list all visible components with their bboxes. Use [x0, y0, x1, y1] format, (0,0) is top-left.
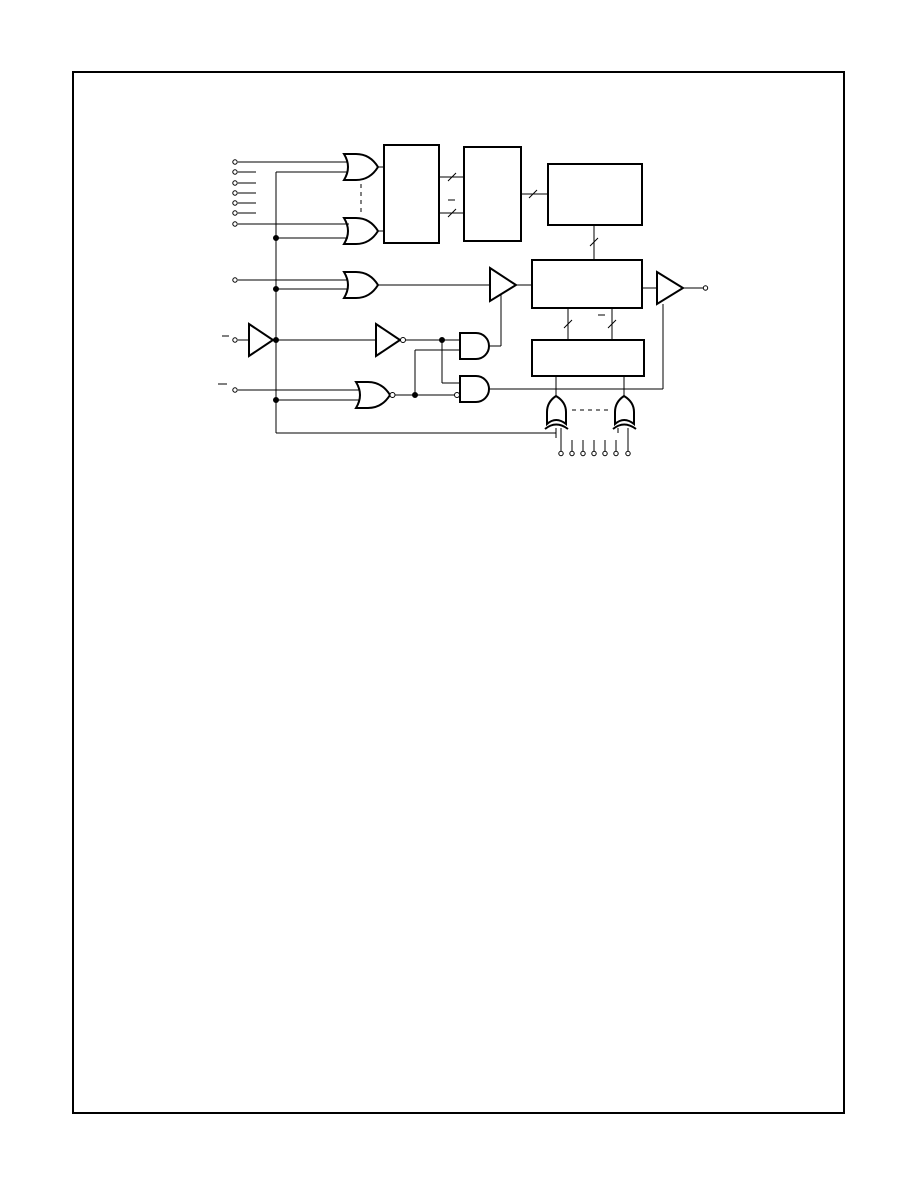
and-gate-1 — [459, 332, 490, 360]
xor-extra-curve — [612, 423, 637, 430]
input-pin — [232, 277, 238, 283]
block-5 — [531, 339, 645, 377]
buffer-2 — [248, 322, 275, 358]
junction-dot — [273, 397, 279, 403]
input-pin-group-bottom — [558, 440, 631, 457]
block-4 — [531, 259, 643, 309]
input-pin-group-top — [232, 159, 348, 227]
or-gate-2 — [342, 217, 380, 245]
input-pin — [232, 180, 238, 186]
input-pin — [625, 450, 631, 457]
input-pin — [602, 450, 608, 457]
input-pin — [232, 337, 238, 343]
bus-slash — [528, 189, 538, 199]
output-pin — [702, 285, 709, 291]
input-pin — [569, 450, 575, 457]
nor-gate — [354, 381, 396, 409]
junction-dot — [273, 286, 279, 292]
input-pin — [232, 169, 238, 175]
page-frame — [72, 71, 845, 1114]
xor-extra-curve — [544, 423, 569, 430]
input-pin — [232, 387, 238, 393]
block-1 — [383, 144, 440, 244]
xor-gate-1 — [544, 394, 569, 430]
input-pin — [232, 190, 238, 196]
buffer-1 — [489, 266, 518, 303]
or-gate-1 — [342, 153, 380, 181]
block-3 — [547, 163, 643, 226]
xor-gate-2 — [612, 394, 637, 430]
input-pin — [232, 221, 238, 227]
input-pin — [591, 450, 597, 457]
input-pin — [232, 210, 238, 216]
input-pin — [232, 159, 238, 165]
inverter-bubble — [400, 337, 406, 343]
nor-bubble — [389, 392, 396, 398]
input-pin — [580, 450, 586, 457]
and-gate-2 — [459, 375, 490, 403]
input-pin — [232, 200, 238, 206]
control-bus — [273, 171, 556, 434]
output-buffer — [656, 270, 685, 306]
bus-slash — [607, 319, 617, 329]
bus-slash — [447, 172, 457, 182]
or-gate-control — [342, 271, 380, 299]
bus-slash — [563, 319, 573, 329]
inverter — [375, 322, 406, 358]
junction-dot — [273, 235, 279, 241]
bus-slash — [447, 208, 457, 218]
and-input-bubble — [454, 392, 460, 398]
input-pin — [558, 450, 564, 457]
bus-slash — [589, 237, 599, 247]
block-2 — [463, 146, 522, 242]
input-pin — [613, 450, 619, 457]
